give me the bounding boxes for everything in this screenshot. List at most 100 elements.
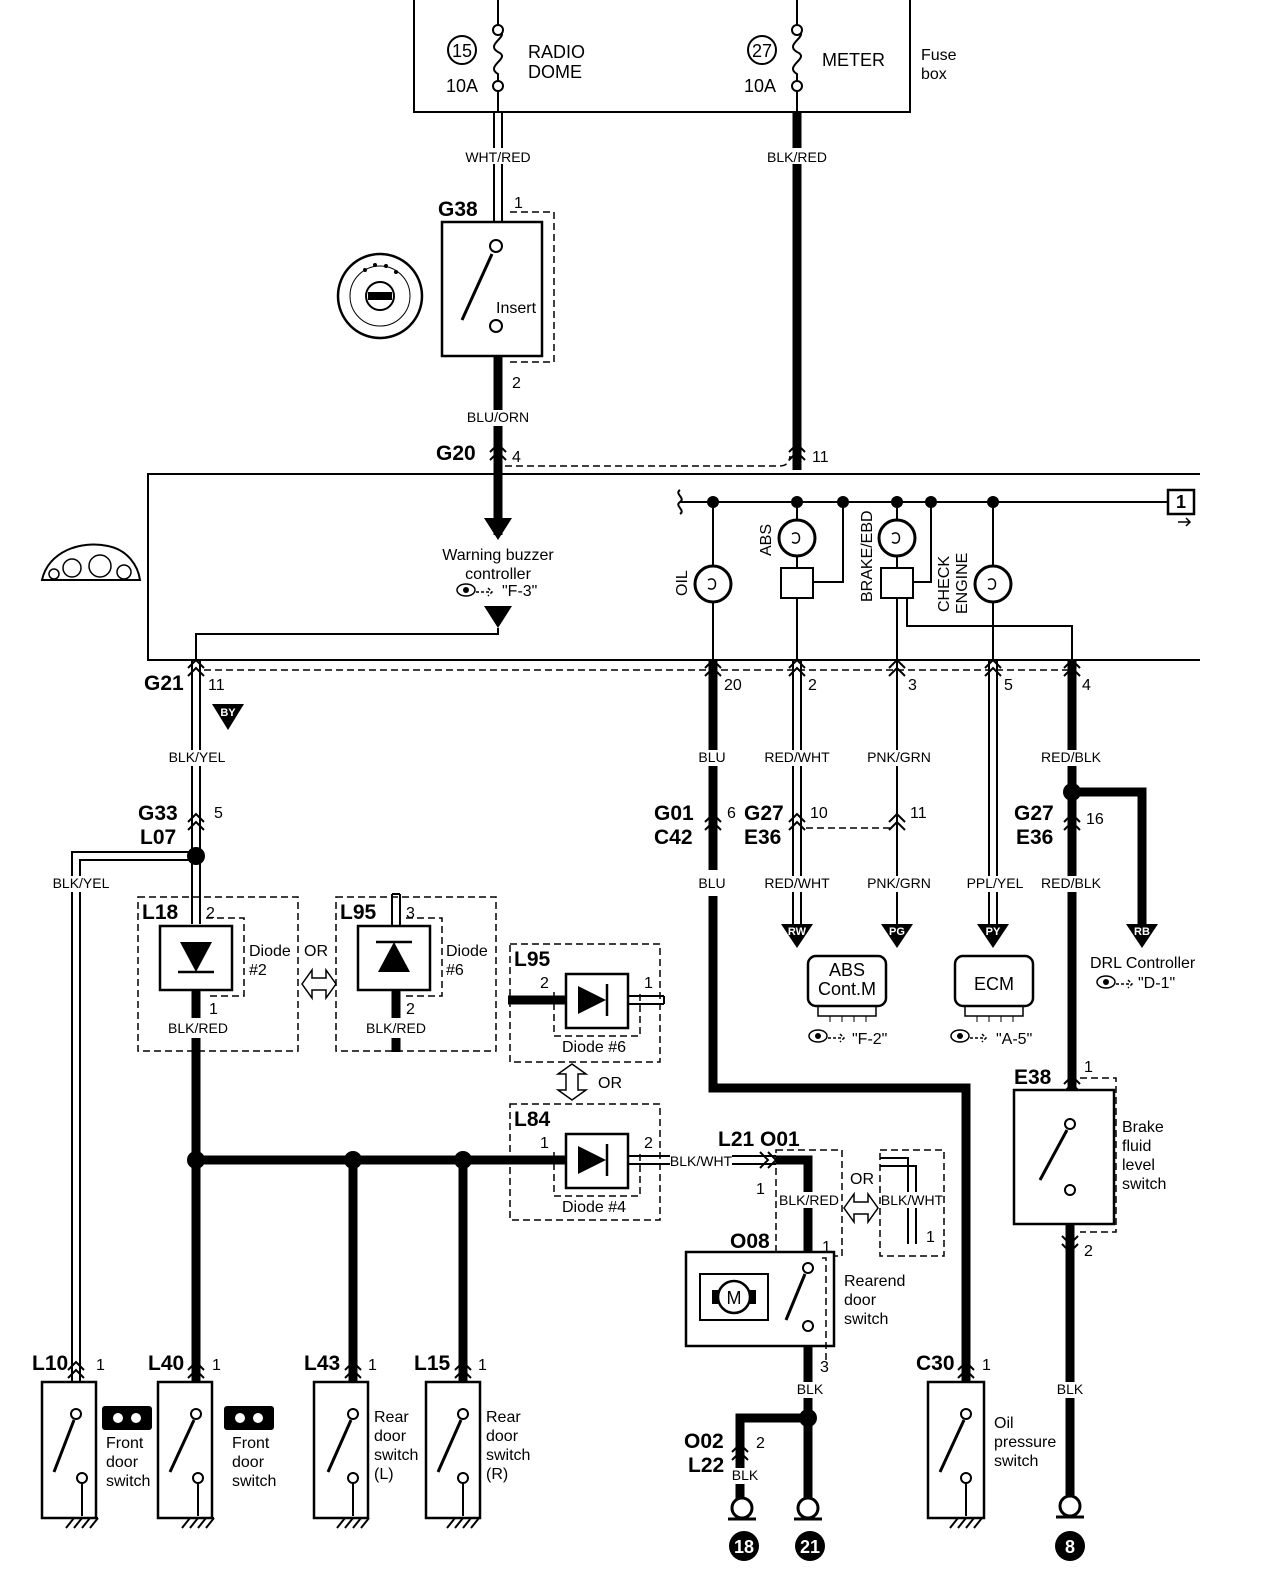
pin-g21-11: 11 xyxy=(208,677,225,694)
pin-g21-20: 20 xyxy=(724,677,742,694)
wire-label-blk-red-l18: BLK/RED xyxy=(168,1020,228,1036)
text-line: level xyxy=(1122,1157,1155,1174)
wire-label-pnk-grn-1: PNK/GRN xyxy=(867,749,931,765)
wire-label-red-wht-2: RED/WHT xyxy=(764,875,830,891)
ref-box-1: 1 xyxy=(1176,492,1186,512)
diode-4-label: Diode #4 xyxy=(562,1199,626,1216)
pin-l10-1: 1 xyxy=(96,1357,105,1374)
pin-e38-1: 1 xyxy=(1084,1059,1093,1076)
connector-e38: E38 xyxy=(1014,1066,1052,1089)
ground-8-label: 8 xyxy=(1065,1537,1075,1557)
or-arrow-2: OR xyxy=(555,1063,622,1101)
connector-o02-l22: O02 L22 2 BLK xyxy=(684,1430,765,1500)
wire-label-blk-red-l95: BLK/RED xyxy=(366,1020,426,1036)
pin-o08-1: 1 xyxy=(822,1239,831,1256)
text-line: Cont.M xyxy=(818,979,876,999)
text-line: (L) xyxy=(374,1466,394,1483)
o01-alt-box: BLK/WHT 1 xyxy=(879,1149,945,1257)
diode-4-l84: L84 1 2 Diode #4 xyxy=(509,1103,661,1221)
diode-6-l95-alt: L95 3 Diode#6 2 BLK/RED xyxy=(335,893,497,1052)
pin-g38-2: 2 xyxy=(512,375,521,392)
front-door-icon-1 xyxy=(102,1406,152,1430)
connector-o02: O02 xyxy=(684,1430,724,1453)
text-line: #6 xyxy=(446,962,464,979)
text-line: Front xyxy=(106,1435,144,1452)
motor-label: M xyxy=(727,1288,742,1308)
text-line: switch xyxy=(994,1453,1038,1470)
fuse-15: 15 10A RADIO DOME xyxy=(446,0,585,112)
diode-6-l95: L95 2 1 Diode #6 xyxy=(508,943,665,1063)
text-line: door xyxy=(844,1292,877,1309)
text-line: fluid xyxy=(1122,1138,1151,1155)
ground-21: 21 xyxy=(794,1496,825,1561)
wire-blk-red-bus xyxy=(187,1038,566,1384)
text-line: Diode xyxy=(446,943,488,960)
pin-g01-6: 6 xyxy=(727,805,736,822)
text-line: Warning buzzer xyxy=(442,547,554,564)
text-line: Front xyxy=(232,1435,270,1452)
pin-g38-1: 1 xyxy=(514,195,523,212)
ground-18: 18 xyxy=(728,1496,759,1561)
pin-g21-4: 4 xyxy=(1082,677,1091,694)
flag-pg-label: PG xyxy=(889,926,905,938)
ecm-ref: "A-5" xyxy=(996,1031,1032,1048)
text-line: Rearend xyxy=(844,1273,905,1290)
flag-rb-label: RB xyxy=(1134,926,1150,938)
text-line: Diode xyxy=(249,943,291,960)
flag-by: BY xyxy=(212,704,244,730)
check-engine-lamp: CHECK ENGINE xyxy=(936,502,1013,660)
text-line: switch xyxy=(106,1473,150,1490)
connector-o08: O08 xyxy=(730,1230,770,1253)
connector-e36-b: E36 xyxy=(1016,826,1053,849)
wire-label-blk-o08: BLK xyxy=(797,1381,824,1397)
pin-l40-1: 1 xyxy=(212,1357,221,1374)
pin-e38-2: 2 xyxy=(1084,1243,1093,1260)
pin-l18-1: 1 xyxy=(209,1001,218,1018)
connector-l15: L15 xyxy=(414,1352,451,1375)
abs-ref: "F-2" xyxy=(852,1031,887,1048)
wire-red-blk: RED/BLK G27 E36 16 RED/BLK xyxy=(1014,660,1147,1090)
or-arrow-1: OR xyxy=(301,943,337,1001)
connector-l95-a: L95 xyxy=(340,901,377,924)
ignition-switch: G38 1 Insert 2 BLU/ORN xyxy=(438,195,555,535)
connector-g21-group: G21 11 20 2 3 5 4 xyxy=(144,658,1091,695)
wire-label-blu-1: BLU xyxy=(698,749,725,765)
oil-warning-lamp: OIL xyxy=(674,502,733,660)
connector-l84: L84 xyxy=(514,1108,551,1131)
insert-label: Insert xyxy=(496,300,537,317)
fuse-27: 27 10A METER xyxy=(744,0,885,112)
wire-wht-red: WHT/RED xyxy=(462,112,534,222)
wire-blk-red-meter: BLK/RED xyxy=(762,112,834,470)
text-line: door xyxy=(374,1428,407,1445)
text-line: door xyxy=(486,1428,519,1445)
pin-o02-2: 2 xyxy=(756,1435,765,1452)
pin-l95b-2: 2 xyxy=(540,975,549,992)
pin-g20-11: 11 xyxy=(812,449,829,466)
check-engine-label-2: ENGINE xyxy=(954,553,971,614)
wire-blk-yel: BLK/YEL G33 L07 5 BLK/YEL xyxy=(53,660,236,1384)
pin-g33-5: 5 xyxy=(214,805,223,822)
wire-label-blu-2: BLU xyxy=(698,875,725,891)
brake-ebd-label: BRAKE/EBD xyxy=(859,510,876,602)
fuse-15-number: 15 xyxy=(452,41,472,61)
reference-eye-icon xyxy=(808,1029,846,1043)
abs-warning-lamp: ABS xyxy=(758,502,844,660)
flag-rw-label: RW xyxy=(788,926,807,938)
connector-l22: L22 xyxy=(688,1454,724,1477)
or-label-1: OR xyxy=(304,943,328,960)
connector-g27-a: G27 xyxy=(744,802,784,825)
pin-o08-3: 3 xyxy=(820,1359,829,1376)
flag-rw: RW xyxy=(781,924,813,948)
pin-g27-11: 11 xyxy=(910,805,927,822)
